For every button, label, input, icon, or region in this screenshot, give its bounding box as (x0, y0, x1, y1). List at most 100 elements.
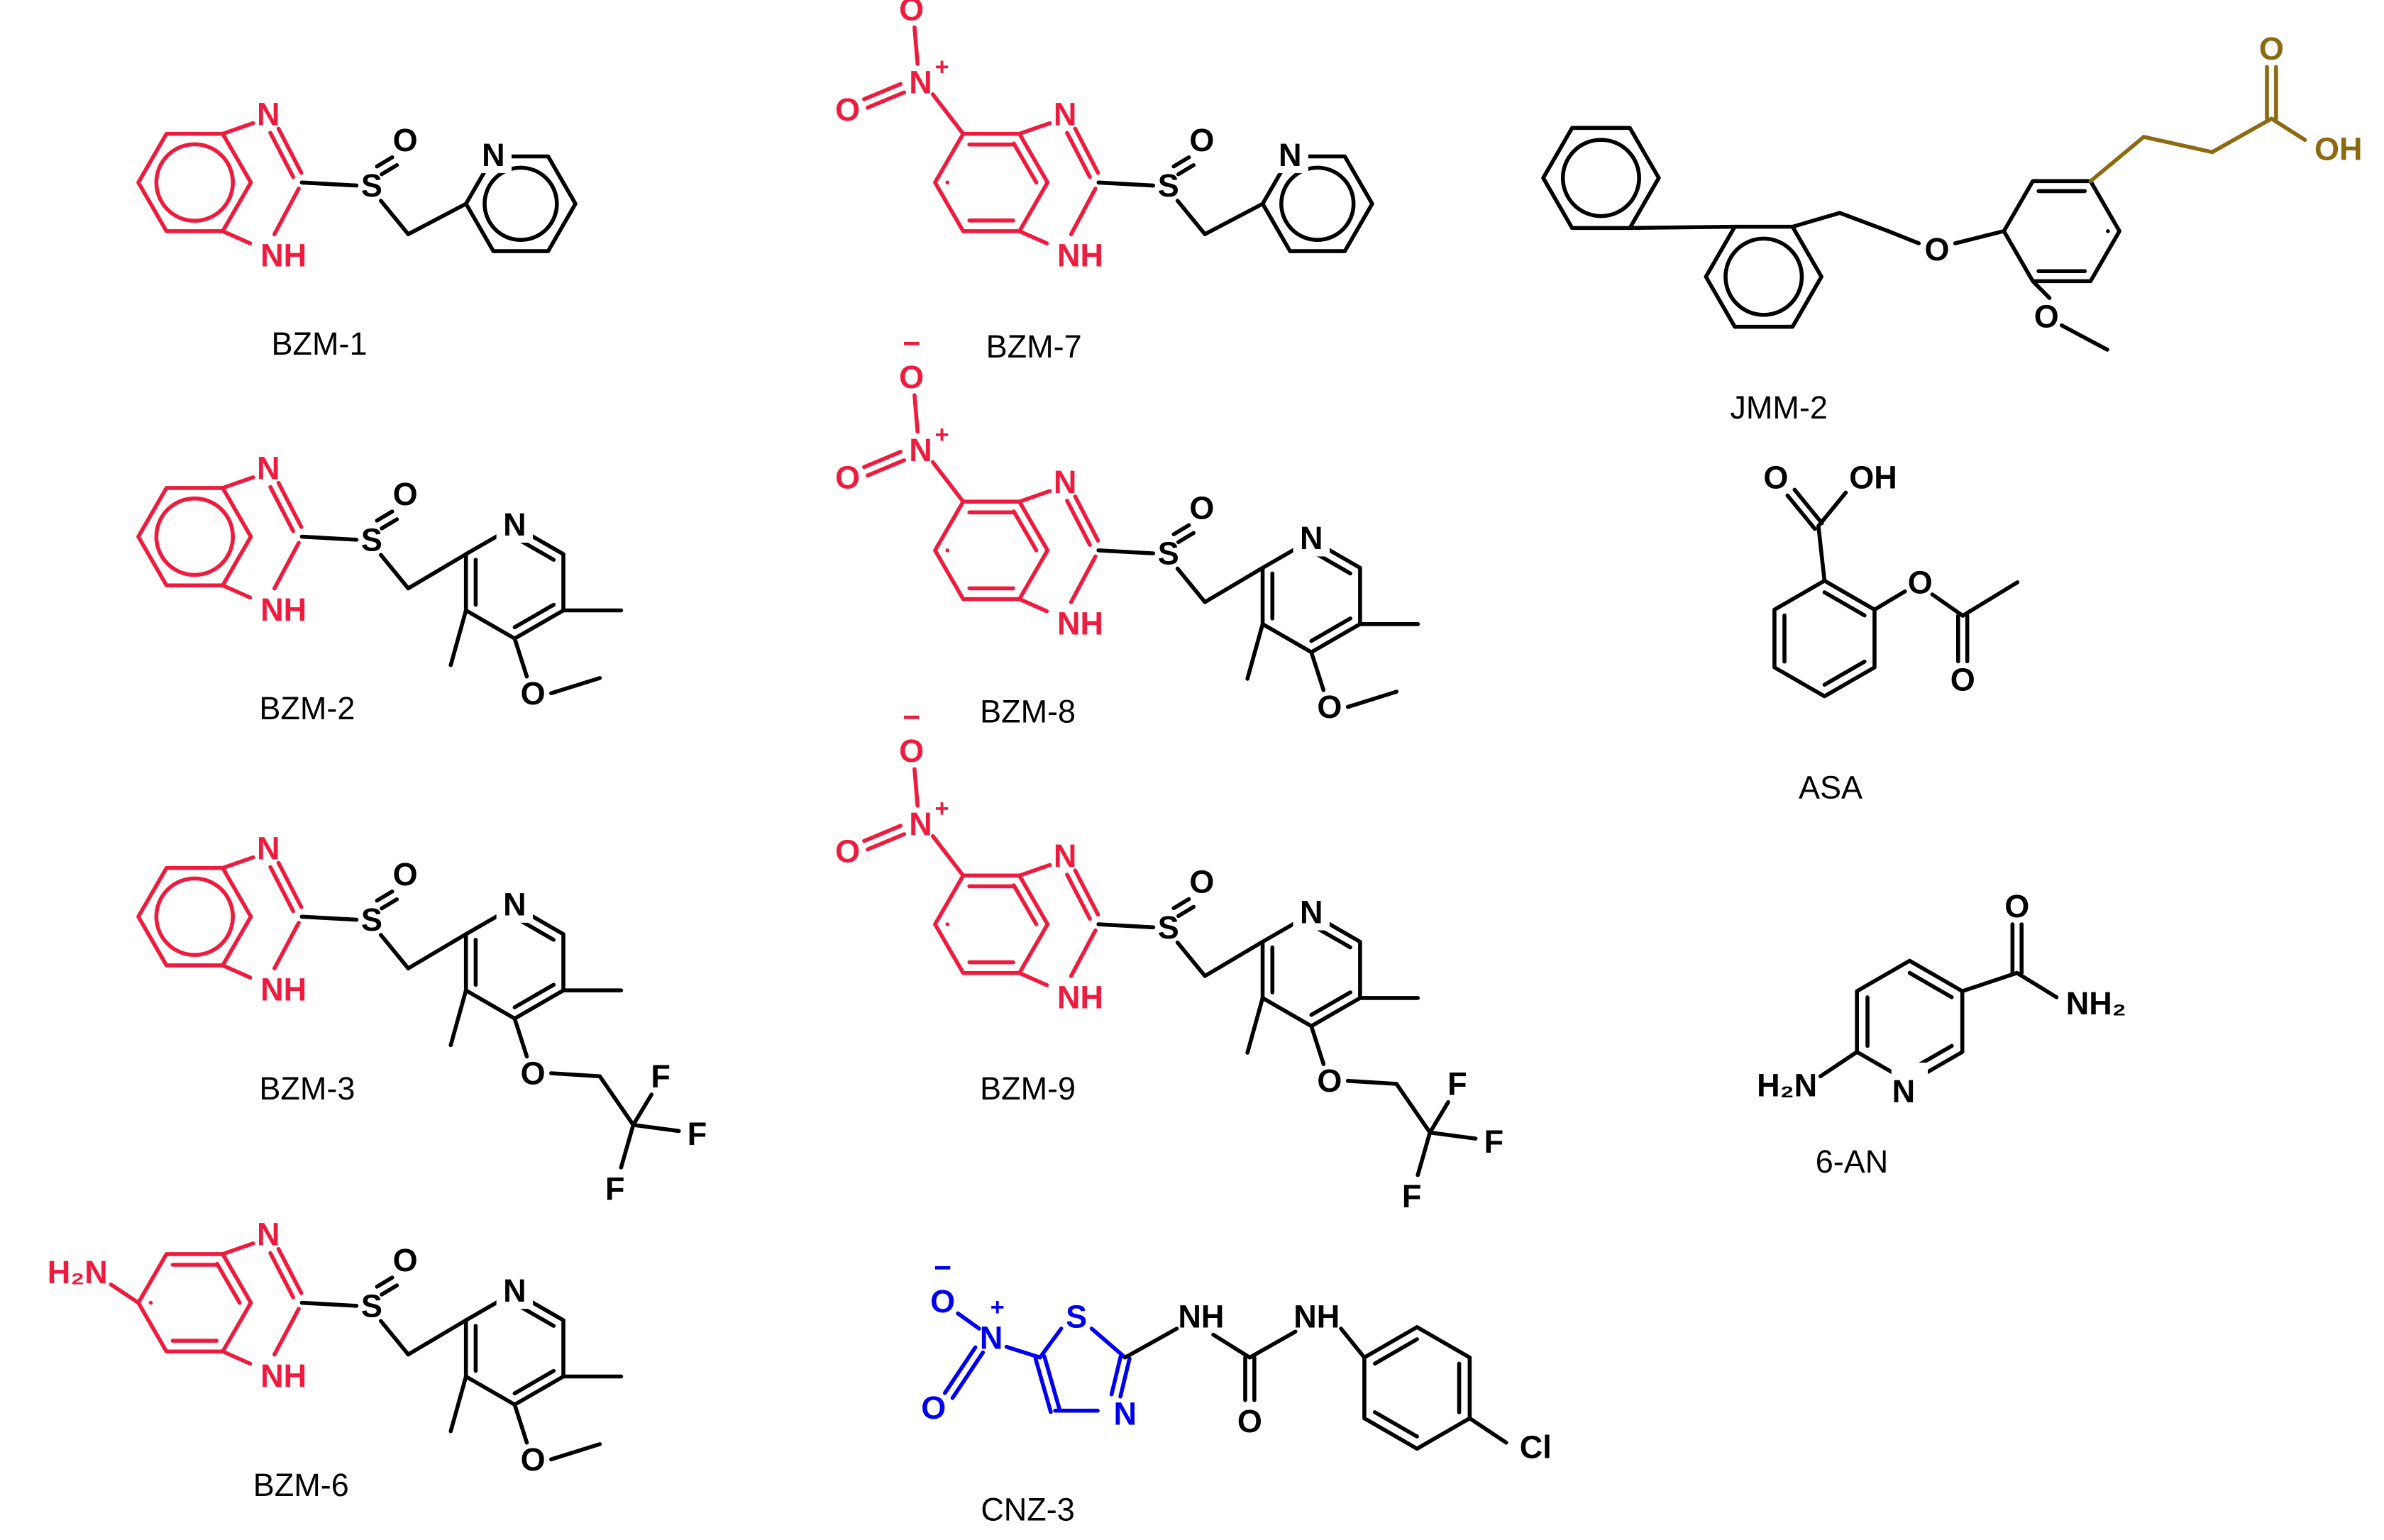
amide-oxygen-label: O (2004, 888, 2029, 924)
nitrogen-label: N (1054, 464, 1077, 500)
nitro-o-label: O (930, 1283, 955, 1319)
aromatic-circle (1723, 236, 1804, 317)
aromatic-circle (1560, 138, 1641, 218)
sulfur-label: S (361, 1287, 382, 1324)
pyridine-nitrogen-label: N (503, 887, 526, 923)
carboxyl-hydroxyl-label: OH (1849, 459, 1897, 495)
sulfinyl-oxygen-label: O (1189, 489, 1214, 526)
nh-label: NH (260, 972, 307, 1008)
sulfinyl-linker: SO (299, 856, 418, 970)
charge-plus: + (934, 421, 949, 448)
compound-caption: BZM-6 (253, 1467, 349, 1503)
methoxy-oxygen-label: O (2034, 298, 2059, 334)
pyridine-nitrogen-label: N (482, 137, 505, 173)
aromatic-circle (154, 142, 235, 223)
carbonyl-oxygen-label: O (2259, 31, 2284, 67)
compound-caption: BZM-2 (259, 690, 355, 726)
sulfinyl-oxygen-label: O (393, 122, 418, 158)
nitrogen-label: N (1054, 838, 1077, 874)
nitro-o-label: O (835, 459, 860, 495)
nitrogen-label: N (257, 1217, 280, 1253)
sulfur-label: S (361, 521, 382, 558)
nitrogen-label: N (257, 96, 280, 132)
charge-plus: + (934, 53, 949, 80)
fluorine-label: F (651, 1058, 670, 1095)
nh-label: NH (260, 238, 307, 274)
sulfinyl-linker: SO (299, 476, 418, 591)
sulfur-label: S (1158, 536, 1179, 572)
pyridine-nitrogen-label: N (1300, 894, 1323, 930)
ether-oxygen-label: O (1924, 231, 1949, 267)
sulfur-label: S (361, 902, 382, 938)
amino-label: H₂N (48, 1254, 108, 1290)
sulfinyl-linker: SO (299, 122, 418, 236)
nitro-o-label: O (921, 1390, 946, 1426)
pyridine-ring: N (406, 136, 578, 253)
ether-oxygen-label: O (521, 675, 546, 711)
pyridine-nitrogen-label: N (1279, 137, 1302, 173)
compound-caption: BZM-8 (980, 693, 1076, 729)
nitrogen-label: N (257, 830, 280, 866)
thiazole-sulfur-label: S (1066, 1298, 1087, 1334)
pyridine-nitrogen-label: N (503, 506, 526, 543)
charge-minus: − (934, 1251, 951, 1285)
compound-caption: CNZ-3 (981, 1492, 1074, 1528)
ether-oxygen-label: O (1317, 689, 1342, 725)
propanoic-acid-chain: OOH (2088, 31, 2362, 184)
thiazole-nitrogen-label: N (1113, 1396, 1137, 1432)
compound-caption: BZM-7 (986, 328, 1082, 365)
ether-oxygen-label: O (1317, 1063, 1342, 1099)
pyridine-nitrogen-label: N (1300, 520, 1323, 556)
nitro-o-label: O (899, 733, 924, 769)
sulfinyl-linker: SO (1096, 122, 1214, 236)
substituted-pyridine-ring: NO (1203, 520, 1420, 725)
charge-minus: − (903, 700, 920, 734)
amide-nh2-label: NH₂ (2066, 985, 2126, 1021)
ether-oxygen-label: O (521, 1056, 546, 1092)
ether-oxygen-label: O (521, 1441, 546, 1478)
charge-plus: + (934, 795, 949, 822)
sulfinyl-oxygen-label: O (393, 1242, 418, 1278)
sulfinyl-linker: SO (299, 1242, 418, 1357)
nitro-o-label: O (899, 0, 924, 27)
sulfinyl-oxygen-label: O (1189, 864, 1214, 900)
compound-caption: BZM-3 (259, 1070, 355, 1107)
compound-caption: ASA (1799, 770, 1862, 806)
chlorophenyl-ring: Cl (1339, 1325, 1552, 1466)
sulfur-label: S (361, 167, 382, 204)
nh-label: NH (260, 1358, 307, 1394)
nitro-n-label: N (909, 806, 932, 842)
sulfur-label: S (1158, 167, 1179, 204)
nitro-o-label: O (835, 833, 860, 870)
terminal-phenyl-ring (1541, 126, 1661, 231)
nh-label: NH (1057, 605, 1103, 641)
methoxyphenyl-ring: O (1953, 179, 2121, 352)
nh-label: NH (1057, 238, 1103, 274)
aromatic-circle (154, 876, 235, 957)
nitro-n-label: N (909, 64, 932, 100)
urea-nh-label: NH (1178, 1298, 1224, 1334)
pyridine-nitrogen-label: N (1892, 1073, 1915, 1109)
ester-carbonyl-oxygen-label: O (1950, 661, 1975, 697)
urea-oxygen-label: O (1237, 1403, 1262, 1439)
fluorine-label: F (605, 1170, 625, 1207)
aromatic-circle (1279, 165, 1356, 242)
ester-oxygen-label: O (1908, 564, 1933, 600)
charge-minus: − (903, 326, 920, 360)
sulfinyl-oxygen-label: O (393, 856, 418, 892)
pyridine-nitrogen-label: N (503, 1273, 526, 1309)
nitrothiazole-ring: SNN+O−O (921, 1251, 1137, 1431)
sulfinyl-linker: SO (1096, 489, 1214, 604)
charge-plus: + (990, 1294, 1005, 1321)
central-phenyl-ring: O (1628, 211, 1950, 329)
fluorine-label: F (1402, 1178, 1422, 1214)
